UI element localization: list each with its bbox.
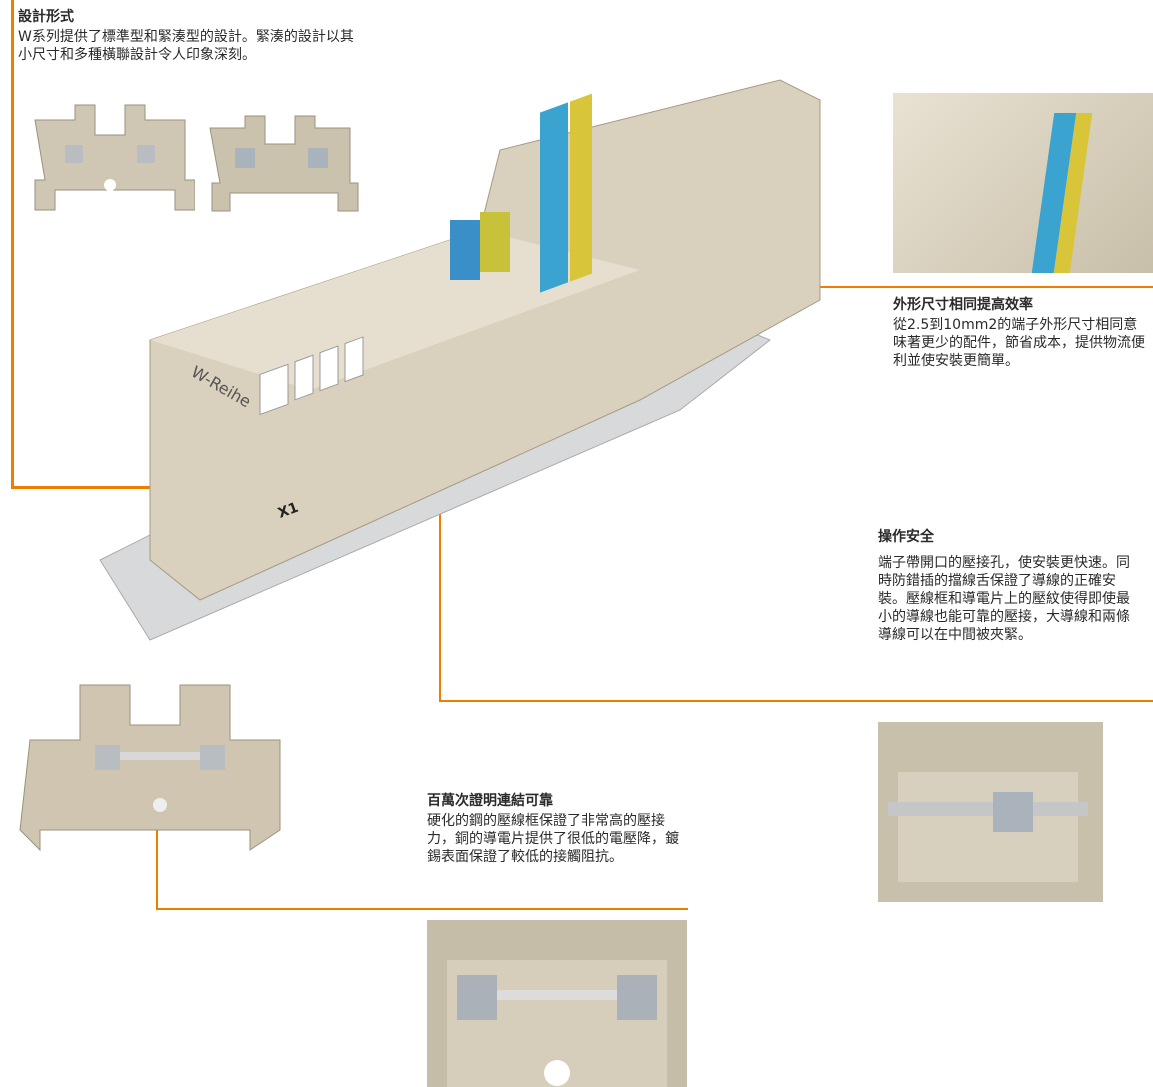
- section-title: 操作安全: [878, 529, 934, 545]
- callout-line-size: [562, 286, 1153, 288]
- callout-line-safety: [439, 332, 441, 702]
- callout-line-safety: [439, 700, 1153, 702]
- section-body: 端子帶開口的壓接孔，使安裝更快速。同時防錯插的擋線舌保證了導線的正確安裝。壓線框…: [878, 555, 1130, 643]
- marker-label: X1: [276, 500, 301, 522]
- section-title: 百萬次證明連結可靠: [427, 793, 553, 809]
- terminal-single-image: [19, 684, 281, 852]
- callout-line-reliable: [156, 908, 688, 910]
- callout-line-design: [11, 486, 156, 489]
- section-body: W系列提供了標準型和緊湊型的設計。緊湊的設計以其小尺寸和多種橫聯設計令人印象深刻…: [18, 29, 354, 63]
- section-safety: 操作安全 端子帶開口的壓接孔，使安裝更快速。同時防錯插的擋線舌保證了導線的正確安…: [878, 528, 1143, 644]
- terminal-compact-image: [209, 115, 359, 212]
- section-size: 外形尺寸相同提高效率 從2.5到10mm2的端子外形尺寸相同意味著更少的配件，節…: [893, 296, 1148, 370]
- terminal-row-photo: [893, 93, 1153, 273]
- clamp-closeup-photo: [427, 920, 687, 1087]
- section-design: 設計形式 W系列提供了標準型和緊湊型的設計。緊湊的設計以其小尺寸和多種橫聯設計令…: [18, 8, 358, 64]
- section-body: 從2.5到10mm2的端子外形尺寸相同意味著更少的配件，節省成本，提供物流便利並…: [893, 317, 1145, 369]
- section-body: 硬化的鋼的壓線框保證了非常高的壓接力，銅的導電片提供了很低的電壓降，鍍錫表面保證…: [427, 813, 679, 865]
- section-title: 設計形式: [18, 9, 74, 25]
- terminal-standard-image: [34, 104, 195, 211]
- callout-line-reliable: [156, 765, 158, 910]
- section-reliable: 百萬次證明連結可靠 硬化的鋼的壓線框保證了非常高的壓接力，銅的導電片提供了很低的…: [427, 792, 689, 866]
- pressure-clamp-closeup: [878, 722, 1103, 902]
- section-title: 外形尺寸相同提高效率: [893, 297, 1033, 313]
- callout-line-design: [11, 0, 14, 489]
- terminal-block-assembly-image: W-Reihe X1: [99, 79, 821, 641]
